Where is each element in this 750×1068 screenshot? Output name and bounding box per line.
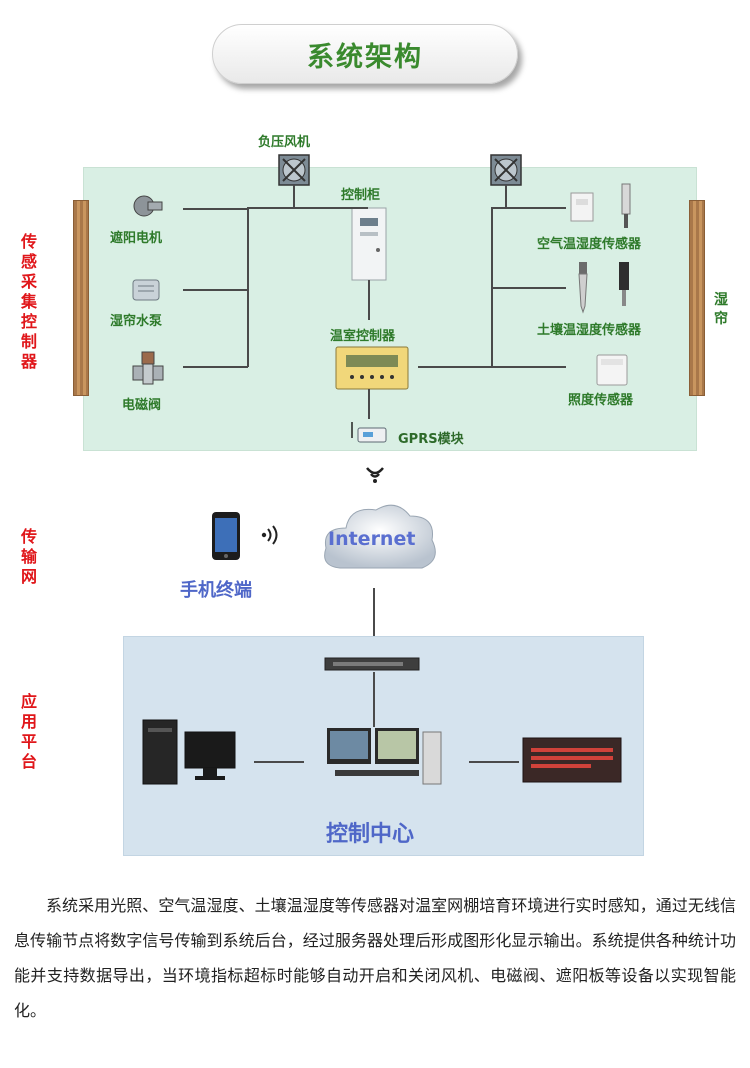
mobile-phone-icon [212,512,240,560]
workstation-monitors-icon [327,728,442,785]
air-sensor-box-icon [570,192,594,222]
controller-label: 温室控制器 [330,329,396,344]
internet-cloud-icon [324,504,436,569]
line-curtain-pump [183,289,248,291]
right-wet-curtain-wall [689,200,705,396]
side-label-sensing: 传感采集控制器 [20,232,37,371]
air-sensor-label: 空气温湿度传感器 [537,237,642,252]
network-switch-icon [324,657,420,671]
line-controller-gprs [368,389,370,419]
line-to-cabinet [247,207,368,209]
gprs-module-icon [351,422,387,443]
desktop-computer-icon [142,719,236,785]
wet-curtain-label: 湿帘 [714,292,728,327]
wireless-signal-icon [366,467,384,483]
line-workstation-display [469,761,519,763]
description-text: 系统采用光照、空气温湿度、土壤温湿度等传感器对温室网棚培育环境进行实时感知，通过… [14,896,736,1020]
soil-sensor-probe2-icon [619,262,629,306]
line-controller-right [418,366,566,368]
solenoid-label: 电磁阀 [122,398,162,413]
gprs-label: GPRS模块 [398,432,464,447]
fan-label: 负压风机 [258,135,311,150]
curtain-pump-label: 湿帘水泵 [110,314,163,329]
soil-sensor-probe-icon [578,262,588,314]
line-soil-sensor [491,287,566,289]
line-switch-workstation [373,672,375,727]
air-sensor-probe-icon [621,183,631,228]
internet-label: Internet [328,528,416,550]
side-label-transmission: 传输网 [20,527,37,586]
line-solenoid [183,366,248,368]
line-shade-motor [183,208,248,210]
line-cabinet-controller [368,280,370,320]
page-title: 系统架构 [307,41,423,73]
sensing-panel [83,167,697,451]
side-label-application: 应用平台 [20,692,37,771]
phone-signal-icon [261,525,278,545]
light-sensor-icon [596,354,628,386]
line-fan [293,185,295,208]
line-air-sensor [491,207,566,209]
left-wet-curtain-wall [73,200,89,396]
soil-sensor-label: 土壤温湿度传感器 [537,323,642,338]
led-display-icon [522,737,622,783]
line-fan-right [505,185,507,208]
title-banner: 系统架构 [212,24,518,84]
line-left-bus [247,207,249,367]
light-sensor-label: 照度传感器 [568,393,634,408]
shade-motor-label: 遮阳电机 [110,231,163,246]
fan-icon [278,154,310,186]
fan-icon-right [490,154,522,186]
solenoid-valve-icon [132,351,164,385]
curtain-pump-icon [132,279,160,301]
control-center-label: 控制中心 [326,822,415,847]
cabinet-icon [351,207,387,281]
shade-motor-icon [133,195,163,217]
line-internet-switch [373,588,375,658]
cabinet-label: 控制柜 [341,188,381,203]
controller-icon [335,346,409,390]
line-computer-workstation [254,761,304,763]
mobile-label: 手机终端 [180,580,252,601]
